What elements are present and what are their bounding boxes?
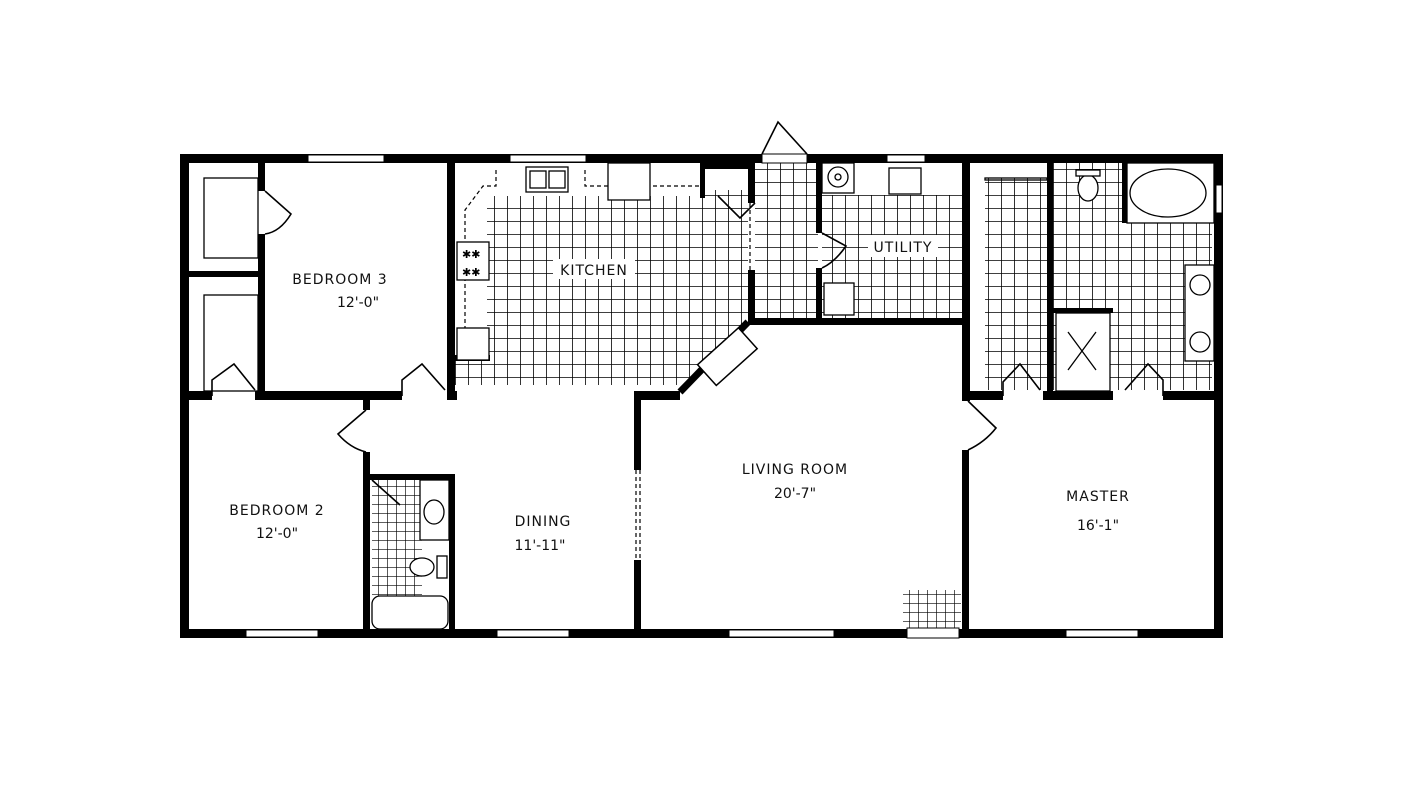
room-name-bedroom2: BEDROOM 2: [229, 503, 324, 519]
doors: [211, 120, 1164, 506]
washer-icon: [823, 282, 855, 316]
master-toilet-icon: [1077, 174, 1099, 202]
room-name-utility: UTILITY: [874, 240, 933, 256]
room-size-bedroom2: 12'-0": [256, 526, 298, 542]
room-size-master: 16'-1": [1077, 518, 1119, 534]
refrigerator-icon: [607, 162, 651, 201]
windows: [245, 153, 1223, 639]
oval-tub-icon: [1126, 162, 1215, 224]
room-labels: BEDROOM 3 12'-0" KITCHEN UTILITY BEDROOM…: [229, 235, 1130, 554]
room-name-bedroom3: BEDROOM 3: [292, 272, 387, 288]
angled-counter: [677, 319, 759, 395]
room-size-bedroom3: 12'-0": [337, 295, 379, 311]
fixtures: ✱✱ ✱✱: [203, 162, 1215, 630]
hall-bath-fixtures: [371, 479, 450, 630]
shower-icon: [1055, 312, 1111, 392]
room-size-living: 20'-7": [774, 486, 816, 502]
svg-text:✱✱: ✱✱: [462, 266, 480, 279]
double-sink-icon: [525, 166, 569, 193]
closet-shelves: [203, 177, 1048, 392]
double-vanity-icon: [1184, 264, 1215, 362]
room-name-dining: DINING: [515, 514, 572, 530]
laundry-sink-icon: [888, 167, 922, 195]
interior-walls: [189, 163, 1215, 630]
exterior-walls: [180, 154, 1223, 638]
room-name-kitchen: KITCHEN: [560, 263, 628, 279]
svg-text:✱✱: ✱✱: [462, 248, 480, 261]
room-name-living: LIVING ROOM: [742, 462, 848, 478]
room-size-dining: 11'-11": [515, 538, 566, 554]
room-name-master: MASTER: [1066, 489, 1130, 505]
water-heater-icon: [821, 162, 855, 194]
range-icon: ✱✱ ✱✱: [456, 241, 490, 281]
